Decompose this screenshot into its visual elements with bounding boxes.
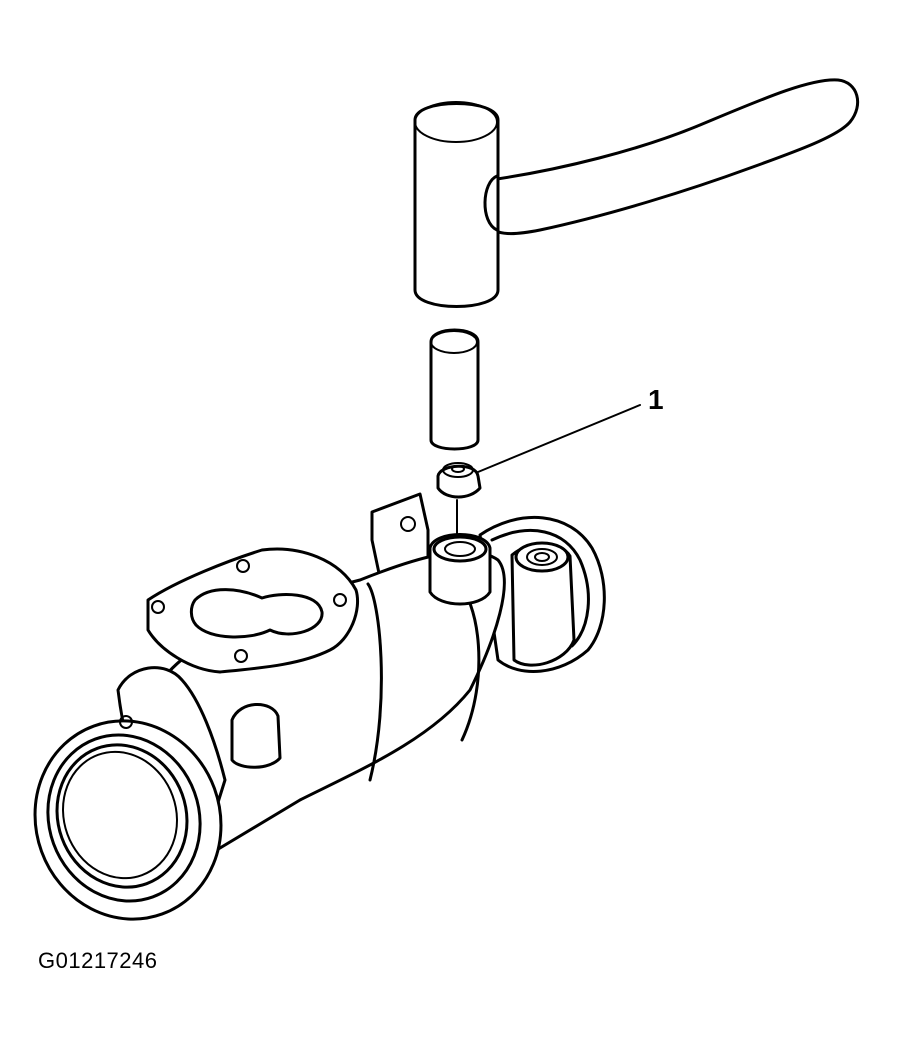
callout-leader-1 — [477, 404, 641, 473]
hammer-handle — [488, 78, 860, 236]
outlet-bore — [55, 743, 189, 889]
hammer — [413, 78, 860, 308]
hammer-collar — [483, 174, 499, 232]
callout-label-1: 1 — [648, 384, 664, 415]
figure-id-label: G01217246 — [38, 948, 158, 973]
side-lug — [230, 703, 282, 769]
plug-bore — [432, 535, 488, 563]
hammer-head-top-face — [414, 101, 498, 143]
plug-part-1 — [436, 462, 482, 499]
driver-tool — [429, 328, 480, 451]
flange-port-opening — [189, 588, 324, 639]
valve-housing — [33, 492, 606, 921]
